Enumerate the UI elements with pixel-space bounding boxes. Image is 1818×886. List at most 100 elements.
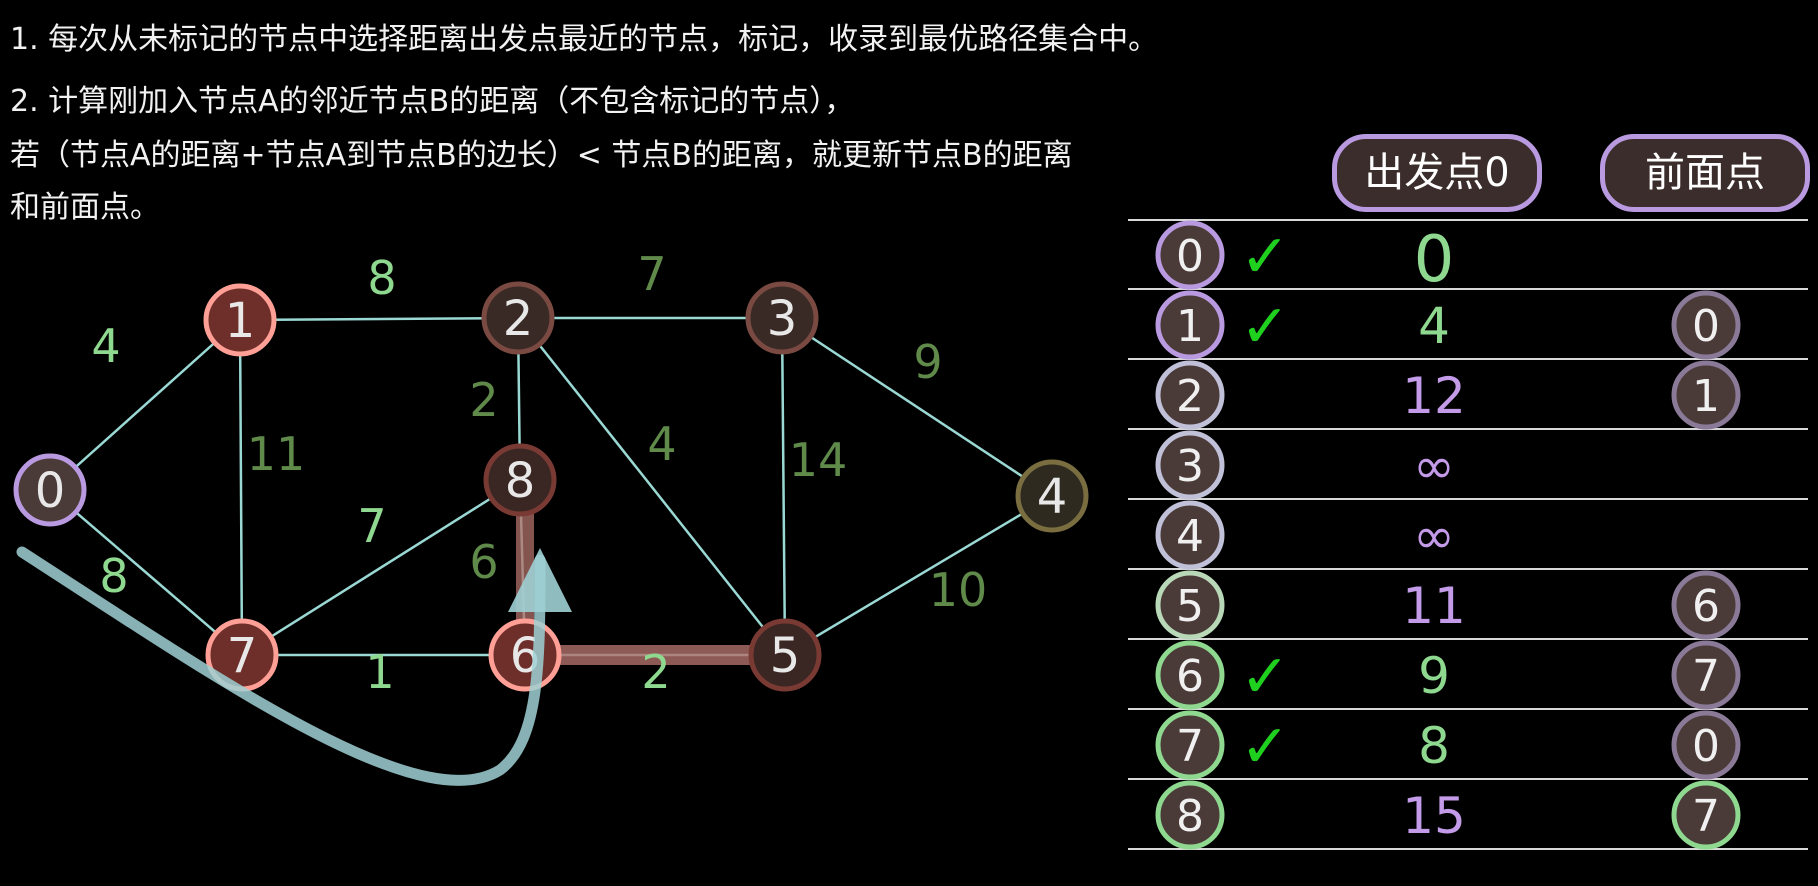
row-distance: 4 <box>1418 297 1450 355</box>
edge-weight-1-7: 11 <box>247 427 306 481</box>
row-prev-label: 7 <box>1692 651 1720 702</box>
row-node-label: 7 <box>1176 721 1204 772</box>
row-prev-label: 7 <box>1692 791 1720 842</box>
highlight-layer <box>516 482 785 665</box>
instruction-line-3: 若（节点A的距离+节点A到节点B的边长）< 节点B的距离，就更新节点B的距离 <box>10 138 1073 173</box>
graph-node-4 <box>1015 459 1089 533</box>
row-node-circle <box>1155 290 1225 360</box>
row-distance: 8 <box>1418 717 1450 775</box>
pointer-curve <box>16 546 546 786</box>
row-distance: ∞ <box>1413 437 1455 495</box>
check-icon: ✓ <box>1240 222 1290 292</box>
edge-weight-3-4: 9 <box>913 335 942 389</box>
edge-1-7 <box>238 319 244 656</box>
edge-2-5 <box>517 317 786 656</box>
edge-weight-6-5: 2 <box>641 645 670 699</box>
weights-layer: 4 8 8 11 7 2 4 9 14 10 7 1 6 2 <box>91 247 987 699</box>
row-node-circle <box>1155 430 1225 500</box>
edge-7-8 <box>241 478 521 657</box>
edge-3-4 <box>781 316 1053 498</box>
row-node-label: 2 <box>1176 371 1204 422</box>
graph-node-3 <box>745 281 819 355</box>
edge-weight-0-1: 4 <box>91 319 120 373</box>
check-icon: ✓ <box>1240 292 1290 362</box>
edge-0-1 <box>49 319 241 491</box>
row-prev-circle <box>1671 640 1741 710</box>
row-distance: ∞ <box>1413 507 1455 565</box>
graph-node-2 <box>481 281 555 355</box>
row-node-circle <box>1155 710 1225 780</box>
instruction-line-1: 1. 每次从未标记的节点中选择距离出发点最近的节点，标记，收录到最优路径集合中。 <box>10 22 1159 57</box>
table-row-8: 8 15 7 <box>1155 780 1741 850</box>
edge-0-7 <box>49 489 243 656</box>
row-distance: 9 <box>1418 647 1450 705</box>
edge-weight-1-2: 8 <box>367 251 396 305</box>
table-row-7: 7 ✓ 8 0 <box>1155 710 1741 782</box>
graph-node-label-2: 2 <box>503 291 534 347</box>
table-row-1: 1 ✓ 4 0 <box>1155 290 1741 362</box>
table-row-6: 6 ✓ 9 7 <box>1155 640 1741 712</box>
row-distance: 0 <box>1414 223 1455 297</box>
graph-node-label-8: 8 <box>505 453 536 509</box>
edge-weight-0-7: 8 <box>99 549 128 603</box>
edge-weight-7-6: 1 <box>365 645 394 699</box>
row-node-circle <box>1155 220 1225 290</box>
row-prev-circle <box>1671 290 1741 360</box>
row-distance: 11 <box>1402 577 1466 635</box>
check-icon: ✓ <box>1240 642 1290 712</box>
row-node-label: 6 <box>1176 651 1204 702</box>
edge-weight-6-8: 6 <box>469 535 498 589</box>
edge-weight-2-3: 7 <box>637 247 666 301</box>
instruction-line-4: 和前面点。 <box>10 190 160 225</box>
table-row-2: 2 12 1 <box>1155 360 1741 430</box>
table-row-5: 5 11 6 <box>1155 570 1741 640</box>
header-prev-pill: 前面点 <box>1600 134 1810 212</box>
graph-node-1 <box>203 283 277 357</box>
row-node-label: 8 <box>1176 791 1204 842</box>
row-distance: 12 <box>1402 367 1466 425</box>
check-icon: ✓ <box>1240 712 1290 782</box>
edge-weight-2-8: 2 <box>469 373 498 427</box>
row-prev-label: 0 <box>1692 721 1720 772</box>
graph-node-label-3: 3 <box>767 291 798 347</box>
header-distance-pill: 出发点0 <box>1332 134 1542 212</box>
row-prev-circle <box>1671 710 1741 780</box>
row-prev-circle <box>1671 570 1741 640</box>
row-prev-label: 0 <box>1692 301 1720 352</box>
graph-node-label-7: 7 <box>227 628 258 684</box>
graph-node-label-5: 5 <box>770 628 801 684</box>
edge-1-2 <box>239 316 519 322</box>
pointer-arrowhead <box>508 548 572 612</box>
row-prev-circle <box>1671 780 1741 850</box>
edge-weight-3-5: 14 <box>789 433 848 487</box>
graph-node-label-4: 4 <box>1037 469 1068 525</box>
edge-3-5 <box>780 317 787 656</box>
edge-weight-2-5: 4 <box>647 417 676 471</box>
graph-node-8 <box>483 443 557 517</box>
row-node-circle <box>1155 640 1225 710</box>
row-prev-label: 1 <box>1692 371 1720 422</box>
graph-node-0 <box>13 453 87 527</box>
table-row-0: 0 ✓ 0 <box>1155 220 1455 297</box>
row-node-label: 1 <box>1176 301 1204 352</box>
row-prev-circle <box>1671 360 1741 430</box>
row-node-label: 5 <box>1176 581 1204 632</box>
graph-node-5 <box>748 618 822 692</box>
row-node-label: 4 <box>1176 511 1204 562</box>
row-node-label: 0 <box>1176 231 1204 282</box>
table-row-4: 4∞ <box>1155 500 1455 570</box>
instruction-line-2: 2. 计算刚加入节点A的邻近节点B的距离（不包含标记的节点）， <box>10 84 855 119</box>
row-distance: 15 <box>1402 787 1466 845</box>
nodes-layer: 0 1 2 3 4 5 6 7 8 <box>13 281 1089 786</box>
graph-node-label-1: 1 <box>225 293 256 349</box>
row-prev-label: 6 <box>1692 581 1720 632</box>
edge-4-5 <box>784 494 1053 657</box>
row-node-label: 3 <box>1176 441 1204 492</box>
row-node-circle <box>1155 500 1225 570</box>
graph-node-label-0: 0 <box>35 463 66 519</box>
row-node-circle <box>1155 780 1225 850</box>
edge-weight-4-5: 10 <box>929 563 988 617</box>
table-row-3: 3∞ <box>1155 430 1455 500</box>
